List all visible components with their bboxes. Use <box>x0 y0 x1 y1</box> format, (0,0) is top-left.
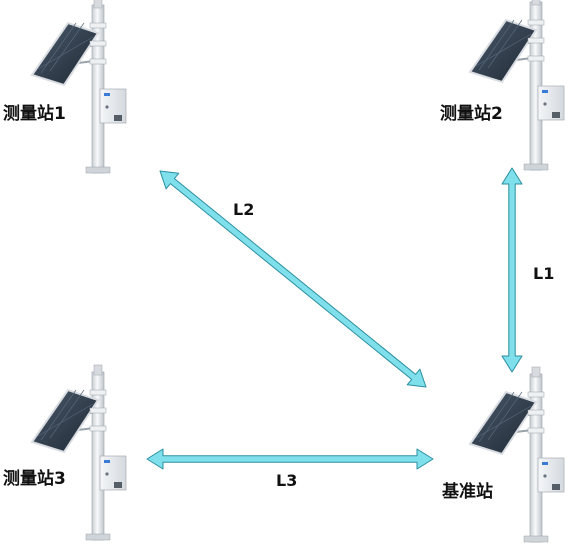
station-2 <box>469 0 565 171</box>
link-l1-label: L1 <box>533 264 555 283</box>
station-3-label: 测量站3 <box>3 469 66 489</box>
station-2-label: 测量站2 <box>440 104 503 124</box>
link-l3-arrow <box>146 448 434 470</box>
station-3 <box>31 364 127 541</box>
link-l2-label: L2 <box>233 200 255 219</box>
link-l1-arrow <box>501 167 523 373</box>
station-1-label: 测量站1 <box>3 104 66 124</box>
base-station <box>469 366 565 543</box>
station-1 <box>31 0 127 174</box>
station-1-icon <box>31 0 127 174</box>
link-l2-arrow <box>159 170 427 388</box>
link-l3-label: L3 <box>276 471 298 490</box>
station-2-icon <box>469 0 565 171</box>
base-station-label: 基准站 <box>442 482 493 502</box>
base-station-icon <box>469 366 565 543</box>
station-3-icon <box>31 364 127 541</box>
